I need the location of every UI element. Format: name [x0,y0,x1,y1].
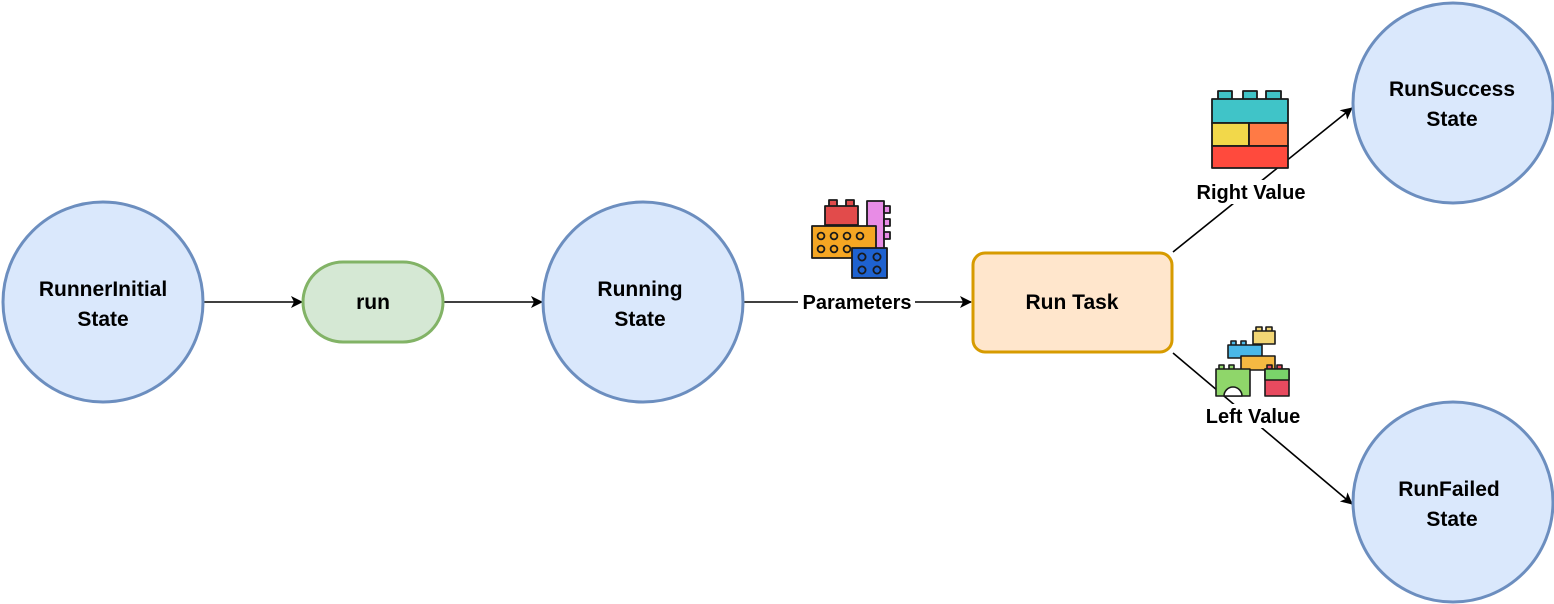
brick-castle-icon [1215,326,1290,397]
state-run-failed-line2: State [1426,508,1477,531]
state-runner-initial[interactable]: RunnerInitial State [1,200,205,404]
parameters-label-bg [798,290,915,314]
task-run-task[interactable]: Run Task [971,251,1174,354]
edge-task-to-failed [1172,352,1353,505]
state-running-line1: Running [597,278,682,301]
state-running-line2: State [614,308,665,331]
state-runner-initial-line2: State [77,308,128,331]
state-runner-initial-line1: RunnerInitial [39,278,167,301]
parameters-label: Parameters [803,292,912,314]
state-running[interactable]: Running State [541,200,745,404]
left-value-label-bg [1199,404,1307,428]
right-value-label-bg [1190,180,1312,204]
state-run-failed[interactable]: RunFailed State [1351,400,1554,604]
toy-bricks-icon [811,199,891,279]
left-value-label: Left Value [1206,406,1300,428]
state-run-success-line2: State [1426,108,1477,131]
brick-stack-icon [1211,90,1289,169]
right-value-label: Right Value [1197,182,1306,204]
state-run-failed-line1: RunFailed [1398,478,1500,501]
state-run-success-line1: RunSuccess [1389,78,1515,101]
action-run-label: run [356,291,390,314]
action-run[interactable]: run [301,260,445,344]
task-run-task-label: Run Task [1026,291,1119,314]
state-run-success[interactable]: RunSuccess State [1351,1,1554,205]
